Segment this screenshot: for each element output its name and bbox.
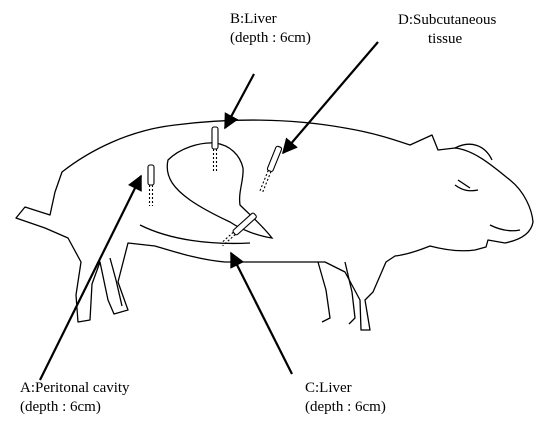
label-c-title: C:Liver [305,379,386,398]
label-c-depth: (depth : 6cm) [305,398,386,417]
label-a-title: A:Peritonal cavity [20,379,130,398]
label-d: D:Subcutaneous tissue [398,11,496,49]
label-a-depth: (depth : 6cm) [20,398,130,417]
label-b-title: B:Liver [230,10,311,29]
arrow-c [231,253,292,374]
label-b-depth: (depth : 6cm) [230,29,311,48]
probe-a [148,165,154,206]
probe-d [258,146,282,195]
liver-outline [167,143,272,238]
label-c: C:Liver (depth : 6cm) [305,379,386,417]
probe-b [212,127,218,172]
label-a: A:Peritonal cavity (depth : 6cm) [20,379,130,417]
label-d-subtitle: tissue [398,30,496,49]
probe-c [220,212,257,247]
arrow-a [40,176,141,380]
label-d-title: D:Subcutaneous [398,11,496,30]
label-b: B:Liver (depth : 6cm) [230,10,311,48]
arrow-d [283,42,378,153]
